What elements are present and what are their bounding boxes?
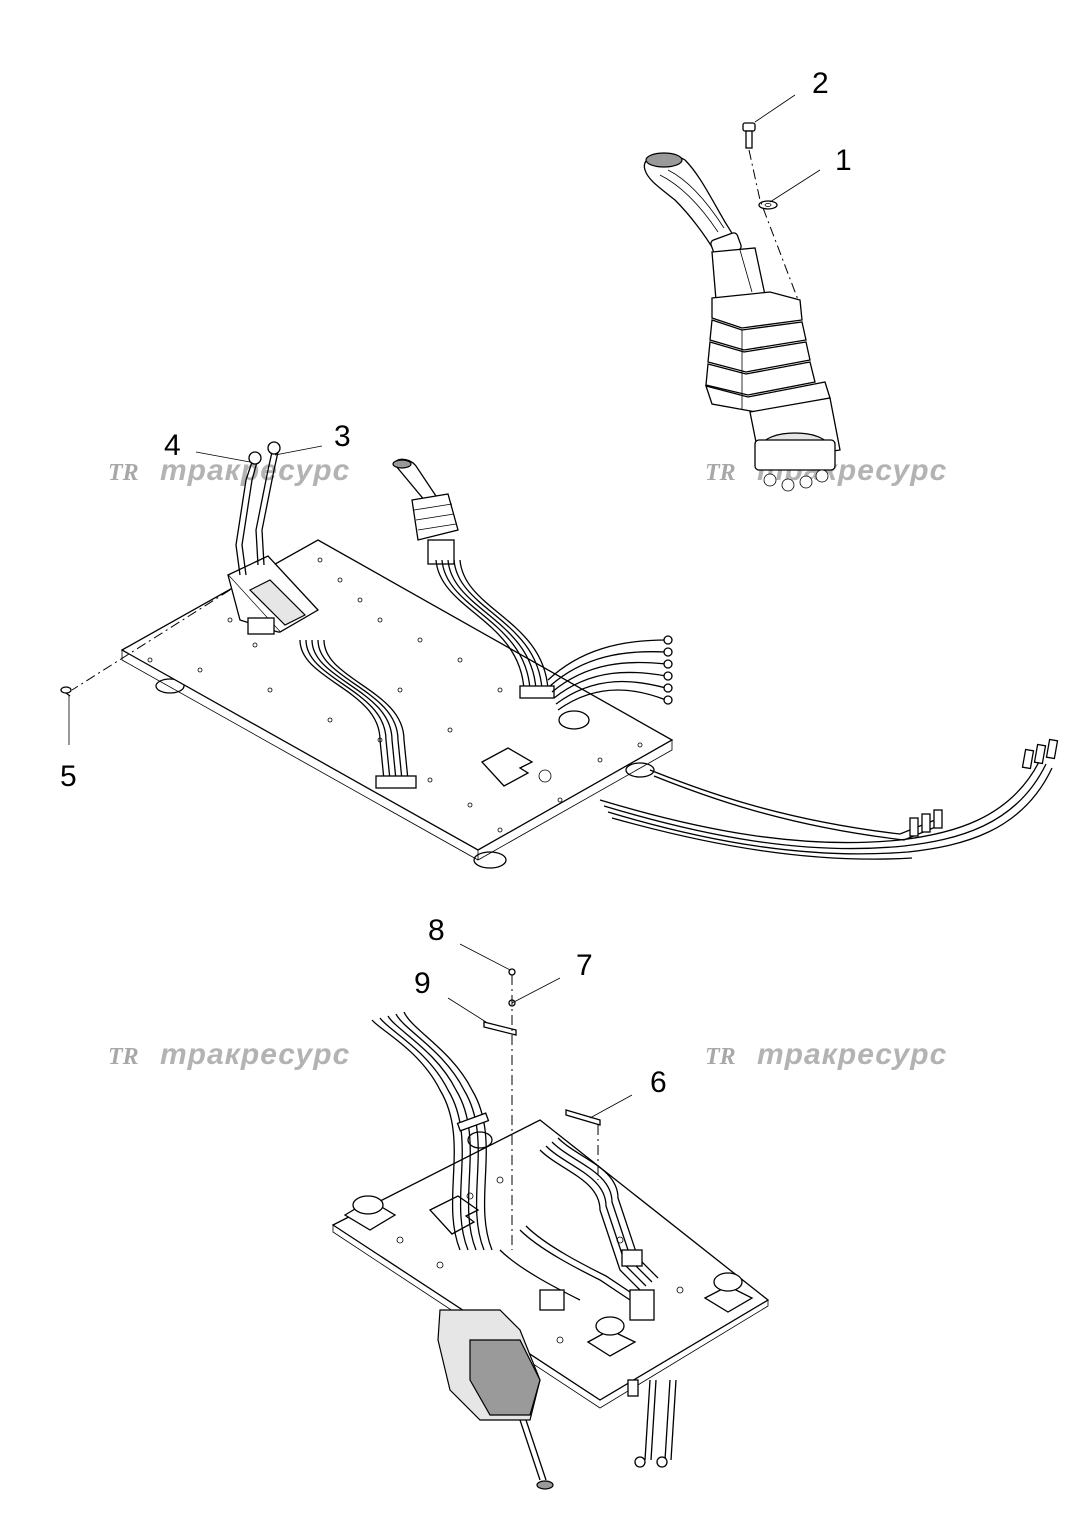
cable-harness-long <box>599 738 1059 860</box>
callout-4: 4 <box>164 429 181 462</box>
screw-part-5 <box>60 686 72 697</box>
cable-bundle-left <box>299 639 417 789</box>
watermark-logo: TR <box>705 1044 736 1070</box>
screw-part-2 <box>742 122 756 149</box>
cable-bundle-right-ends <box>547 635 673 711</box>
underside-assembly <box>331 968 770 1490</box>
callout-7: 7 <box>576 949 593 982</box>
plate-joystick <box>392 458 459 565</box>
watermark-top-left: TR тракресурс <box>108 454 349 487</box>
mount-pad <box>703 1272 754 1313</box>
hose-down-right <box>627 1379 677 1468</box>
watermark-logo: TR <box>108 460 139 486</box>
joystick-base <box>749 397 841 492</box>
leader-lines <box>68 94 821 1119</box>
mount-pad <box>586 1316 637 1357</box>
assembly-axis-line <box>71 589 231 691</box>
watermark-text: тракресурс <box>757 1038 947 1071</box>
callout-1: 1 <box>835 144 852 177</box>
mount-pad <box>343 1195 397 1231</box>
watermark-bottom-right: TR тракресурс <box>705 1038 947 1071</box>
callout-3: 3 <box>334 420 351 453</box>
joystick-assembly <box>643 122 841 492</box>
hose-loop-left <box>371 1011 493 1251</box>
lever-bracket <box>226 555 320 635</box>
callout-8: 8 <box>428 914 445 947</box>
bracket-part-9 <box>483 1021 517 1036</box>
mounting-plate <box>120 539 674 851</box>
watermark-logo: TR <box>108 1044 139 1070</box>
washer-part-1 <box>758 200 778 210</box>
control-plate-assembly <box>60 441 1059 869</box>
cable-bundle-center <box>435 559 555 699</box>
callout-5: 5 <box>60 760 77 793</box>
mount-pad <box>467 1131 493 1149</box>
lever-part-3 <box>255 441 281 566</box>
plate-holes <box>147 557 643 833</box>
bracket-part-6 <box>565 1109 601 1126</box>
watermark-logo: TR <box>705 460 736 486</box>
watermark-text: тракресурс <box>160 1038 350 1071</box>
hose-bundle-center <box>499 1137 659 1321</box>
callout-2: 2 <box>812 67 829 100</box>
joystick-bellows <box>705 291 831 413</box>
callout-6: 6 <box>650 1066 667 1099</box>
callout-9: 9 <box>414 967 431 1000</box>
underside-handle <box>437 1309 554 1490</box>
underside-plate <box>331 1119 770 1401</box>
lever-part-4 <box>235 451 262 576</box>
joystick-handle <box>643 152 742 258</box>
assembly-axis-line <box>748 149 801 306</box>
watermark-bottom-left: TR тракресурс <box>108 1038 350 1071</box>
